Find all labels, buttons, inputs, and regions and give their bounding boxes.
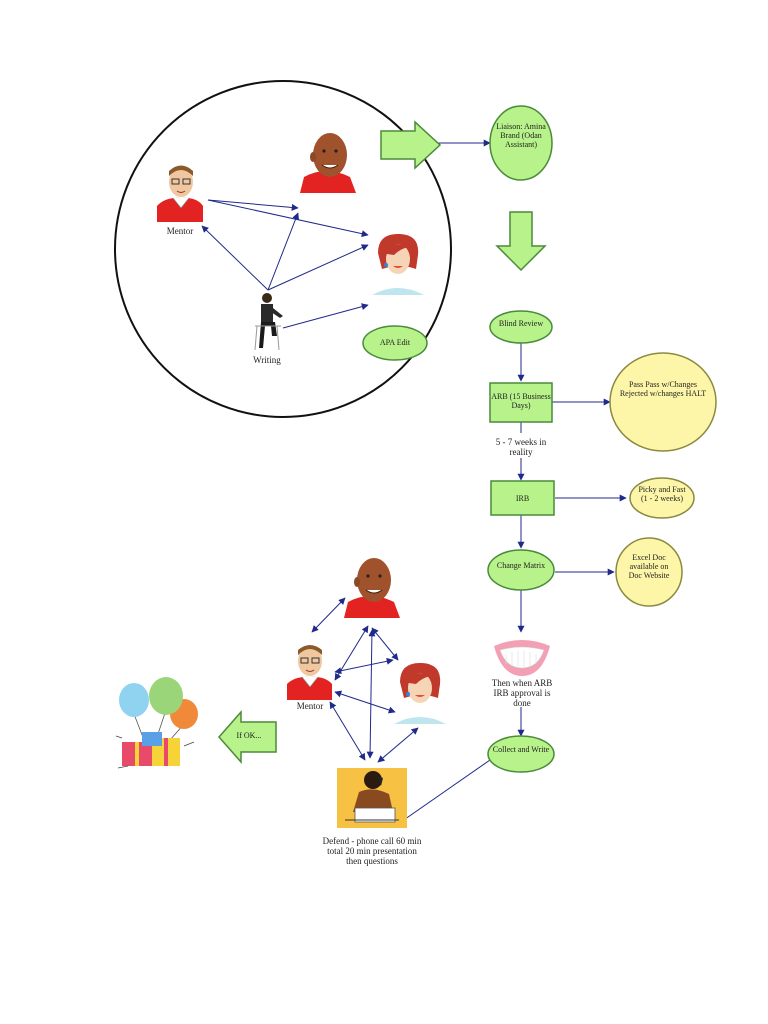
if-ok-label: If OK...	[236, 731, 262, 740]
outcomes-label: Pass Pass w/Changes Rejected w/changes H…	[619, 380, 707, 398]
block-arrow-left	[218, 710, 277, 764]
excel-doc-node	[615, 537, 683, 607]
apa-edit-label: APA Edit	[379, 338, 411, 347]
irb-node	[490, 480, 555, 516]
irb-label: IRB	[515, 494, 530, 503]
smile-caption: Then when ARB IRB approval is done	[491, 678, 553, 708]
collect-write-node	[487, 735, 555, 773]
woman-face-icon	[372, 233, 424, 295]
apa-edit-node	[362, 325, 428, 361]
phone-call-icon	[337, 768, 407, 828]
weeks-reality-label: 5 - 7 weeks in reality	[495, 437, 547, 457]
person-glasses-icon	[287, 645, 332, 700]
man-face-icon	[344, 558, 400, 618]
liaison-node	[489, 105, 553, 181]
change-matrix-label: Change Matrix	[496, 561, 546, 570]
mentor-bottom-label: Mentor	[296, 701, 324, 711]
outcomes-node	[609, 352, 717, 452]
collect-write-label: Collect and Write	[492, 745, 550, 754]
balloons-gifts-icon	[115, 677, 198, 769]
arb-node	[489, 382, 553, 423]
change-matrix-node	[487, 549, 555, 591]
person-glasses-icon	[157, 165, 203, 222]
writing-label: Writing	[253, 355, 281, 365]
block-arrow-down	[495, 211, 547, 272]
smile-lips-icon	[494, 640, 550, 676]
woman-face-icon	[394, 662, 446, 724]
connectors	[201, 139, 627, 825]
blind-review-label: Blind Review	[498, 319, 544, 328]
arb-label: ARB (15 Business Days)	[491, 392, 551, 410]
mentor-top-label: Mentor	[166, 226, 194, 236]
picky-node	[629, 477, 695, 519]
picky-label: Picky and Fast (1 - 2 weeks)	[638, 485, 686, 503]
liaison-label: Liaison: Amina Brand (Odan Assistant)	[496, 122, 546, 149]
man-face-icon	[300, 133, 356, 193]
sitting-writer-icon	[254, 293, 283, 351]
blind-review-node	[489, 310, 553, 344]
block-arrow-right	[380, 120, 442, 170]
defend-label: Defend - phone call 60 min total 20 min …	[322, 836, 422, 866]
excel-doc-label: Excel Doc available on Doc Website	[628, 553, 670, 580]
team-circle	[114, 80, 452, 418]
